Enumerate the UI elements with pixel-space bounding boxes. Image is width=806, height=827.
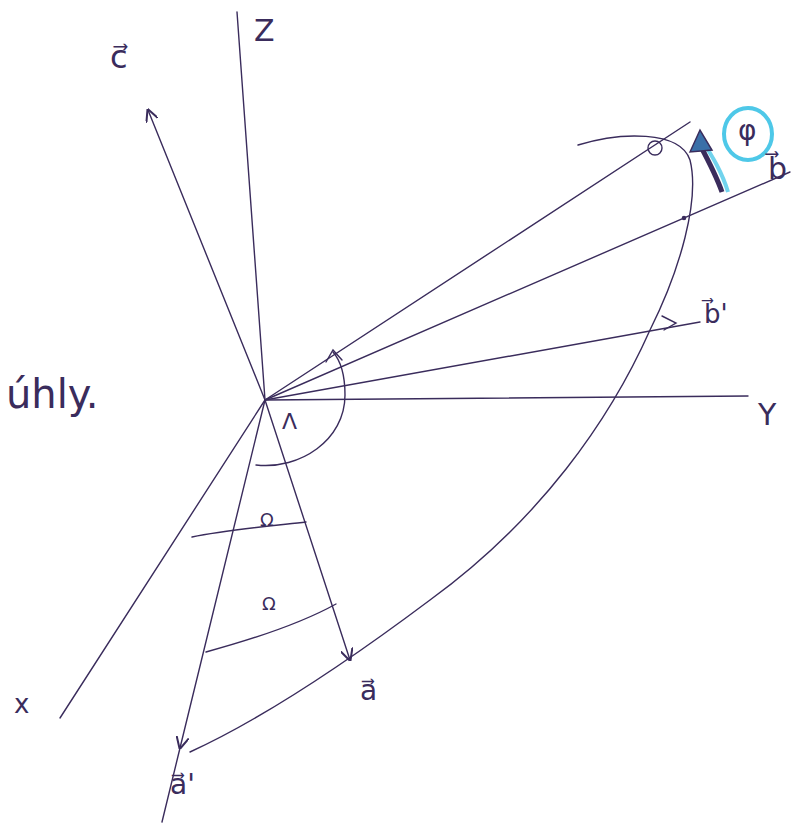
axis-label: Z — [252, 14, 277, 47]
vector-label: c⃗ — [108, 40, 130, 75]
angle-label: Λ — [280, 410, 299, 434]
axis-label: Y — [756, 398, 778, 431]
vector-label: b⃗' — [702, 300, 730, 329]
angle-label: Ω — [258, 510, 276, 530]
axis-label: x — [12, 690, 31, 719]
vector-label: a⃗ — [358, 676, 379, 707]
angle-label: Ω — [260, 594, 278, 614]
vector-label: a⃗' — [168, 770, 197, 801]
angle-label: φ — [736, 116, 758, 147]
vector-label: b⃗ — [766, 152, 789, 185]
note-fragment: úhly. — [4, 372, 101, 416]
